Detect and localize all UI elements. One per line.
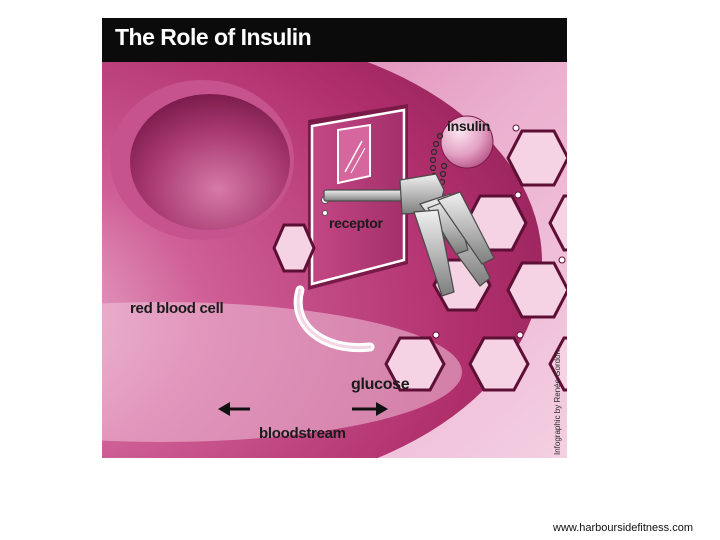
glucose-label: glucose bbox=[351, 376, 410, 393]
glucose-molecule bbox=[272, 223, 316, 273]
insulin-label: insulin bbox=[447, 118, 491, 134]
website-url: www.harboursidefitness.com bbox=[553, 522, 694, 534]
cell-highlight bbox=[102, 302, 462, 442]
bloodstream-label: bloodstream bbox=[259, 425, 346, 442]
door-window bbox=[337, 123, 371, 185]
infographic-credit: Infographic by Renée Gordon bbox=[553, 350, 562, 455]
bond-dot bbox=[432, 331, 440, 339]
bond-dot bbox=[558, 256, 566, 264]
glucose-molecule bbox=[548, 336, 567, 392]
receptor-label: receptor bbox=[329, 215, 383, 231]
glucose-molecule bbox=[506, 129, 567, 187]
glucose-path-arc-inner bbox=[296, 288, 372, 350]
glucose-molecule bbox=[468, 336, 530, 392]
glucose-molecule bbox=[506, 261, 567, 319]
red-blood-cell-label: red blood cell bbox=[130, 300, 224, 317]
window-glare-2 bbox=[350, 147, 366, 174]
diagram-artwork bbox=[102, 62, 567, 458]
diagram-title: The Role of Insulin bbox=[115, 24, 312, 50]
window-glare bbox=[344, 140, 363, 173]
glucose-molecule bbox=[384, 336, 446, 392]
insulin-infographic: The Role of Insulin bbox=[102, 18, 567, 458]
title-bar: The Role of Insulin bbox=[102, 18, 567, 62]
glucose-molecule bbox=[548, 194, 567, 252]
bloodstream-arrows bbox=[218, 402, 388, 416]
bond-dot bbox=[516, 331, 524, 339]
door-lock bbox=[322, 210, 328, 216]
bond-dot bbox=[514, 191, 522, 199]
bond-dot bbox=[512, 124, 520, 132]
insulin-molecule bbox=[440, 115, 494, 169]
insulin-keys bbox=[323, 173, 495, 297]
cell-dimple bbox=[130, 94, 290, 230]
